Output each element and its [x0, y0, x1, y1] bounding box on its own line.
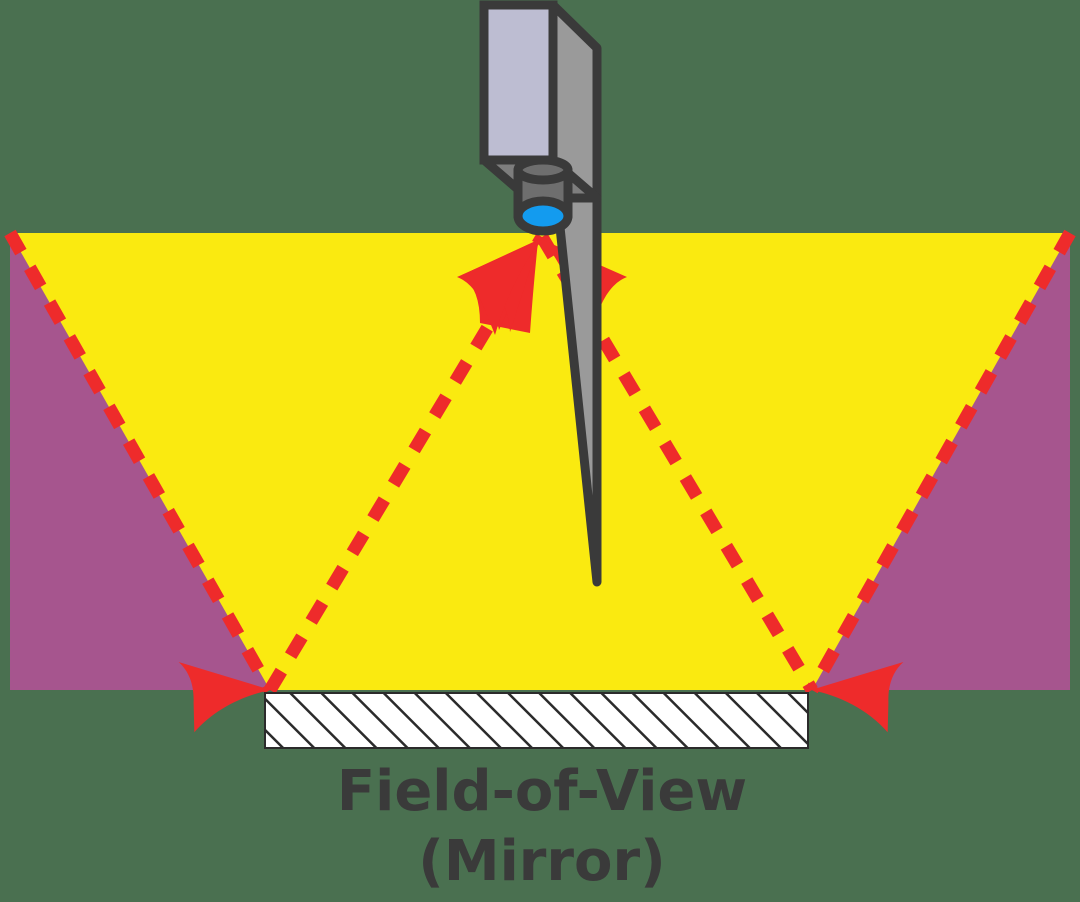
mirror-field-of-view-rect: [264, 692, 809, 749]
field-of-view-wedge: [10, 233, 1070, 690]
arrowhead-bottom-left-wing: [178, 661, 271, 733]
arrowhead-left-up-wing: [457, 240, 541, 335]
fov-label-line1: Field-of-View: [337, 759, 747, 824]
fov-label-line2: (Mirror): [418, 829, 665, 894]
camera-lens-barrel-top: [513, 155, 573, 185]
ray-right-incoming: [806, 229, 1076, 694]
camera-body-front-face: [479, 0, 558, 165]
camera-group: [479, 0, 602, 587]
ray-left-incoming: [4, 229, 276, 694]
camera-lens-glass: [513, 196, 573, 236]
arrowhead-bottom-right-wing: [811, 661, 904, 733]
